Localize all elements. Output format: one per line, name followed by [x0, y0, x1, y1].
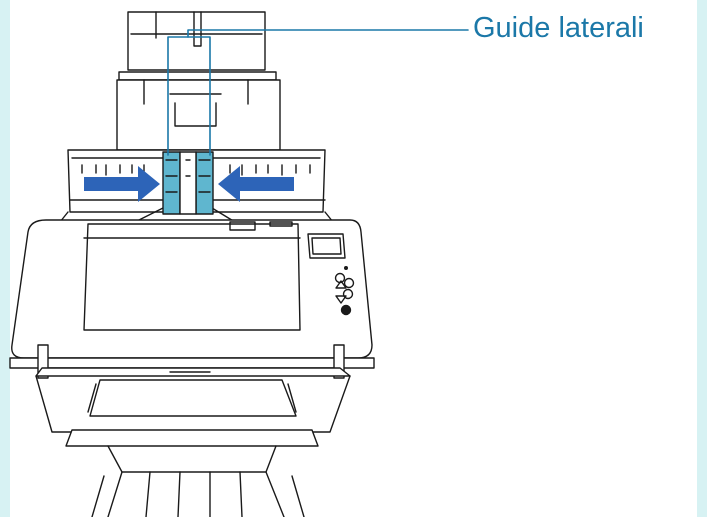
scanner-body: [11, 219, 373, 359]
side-guides-label: Guide laterali: [473, 12, 644, 44]
arrow-left-icon: [218, 166, 294, 202]
arrow-right-icon: [84, 166, 160, 202]
triangle-down-icon[interactable]: [335, 295, 347, 304]
chute-extension: [116, 11, 281, 151]
side-guides: [162, 151, 214, 215]
callout-lines: [167, 29, 469, 156]
control-panel: [307, 233, 355, 316]
power-icon[interactable]: [342, 288, 354, 300]
scanner-base: [9, 344, 375, 517]
